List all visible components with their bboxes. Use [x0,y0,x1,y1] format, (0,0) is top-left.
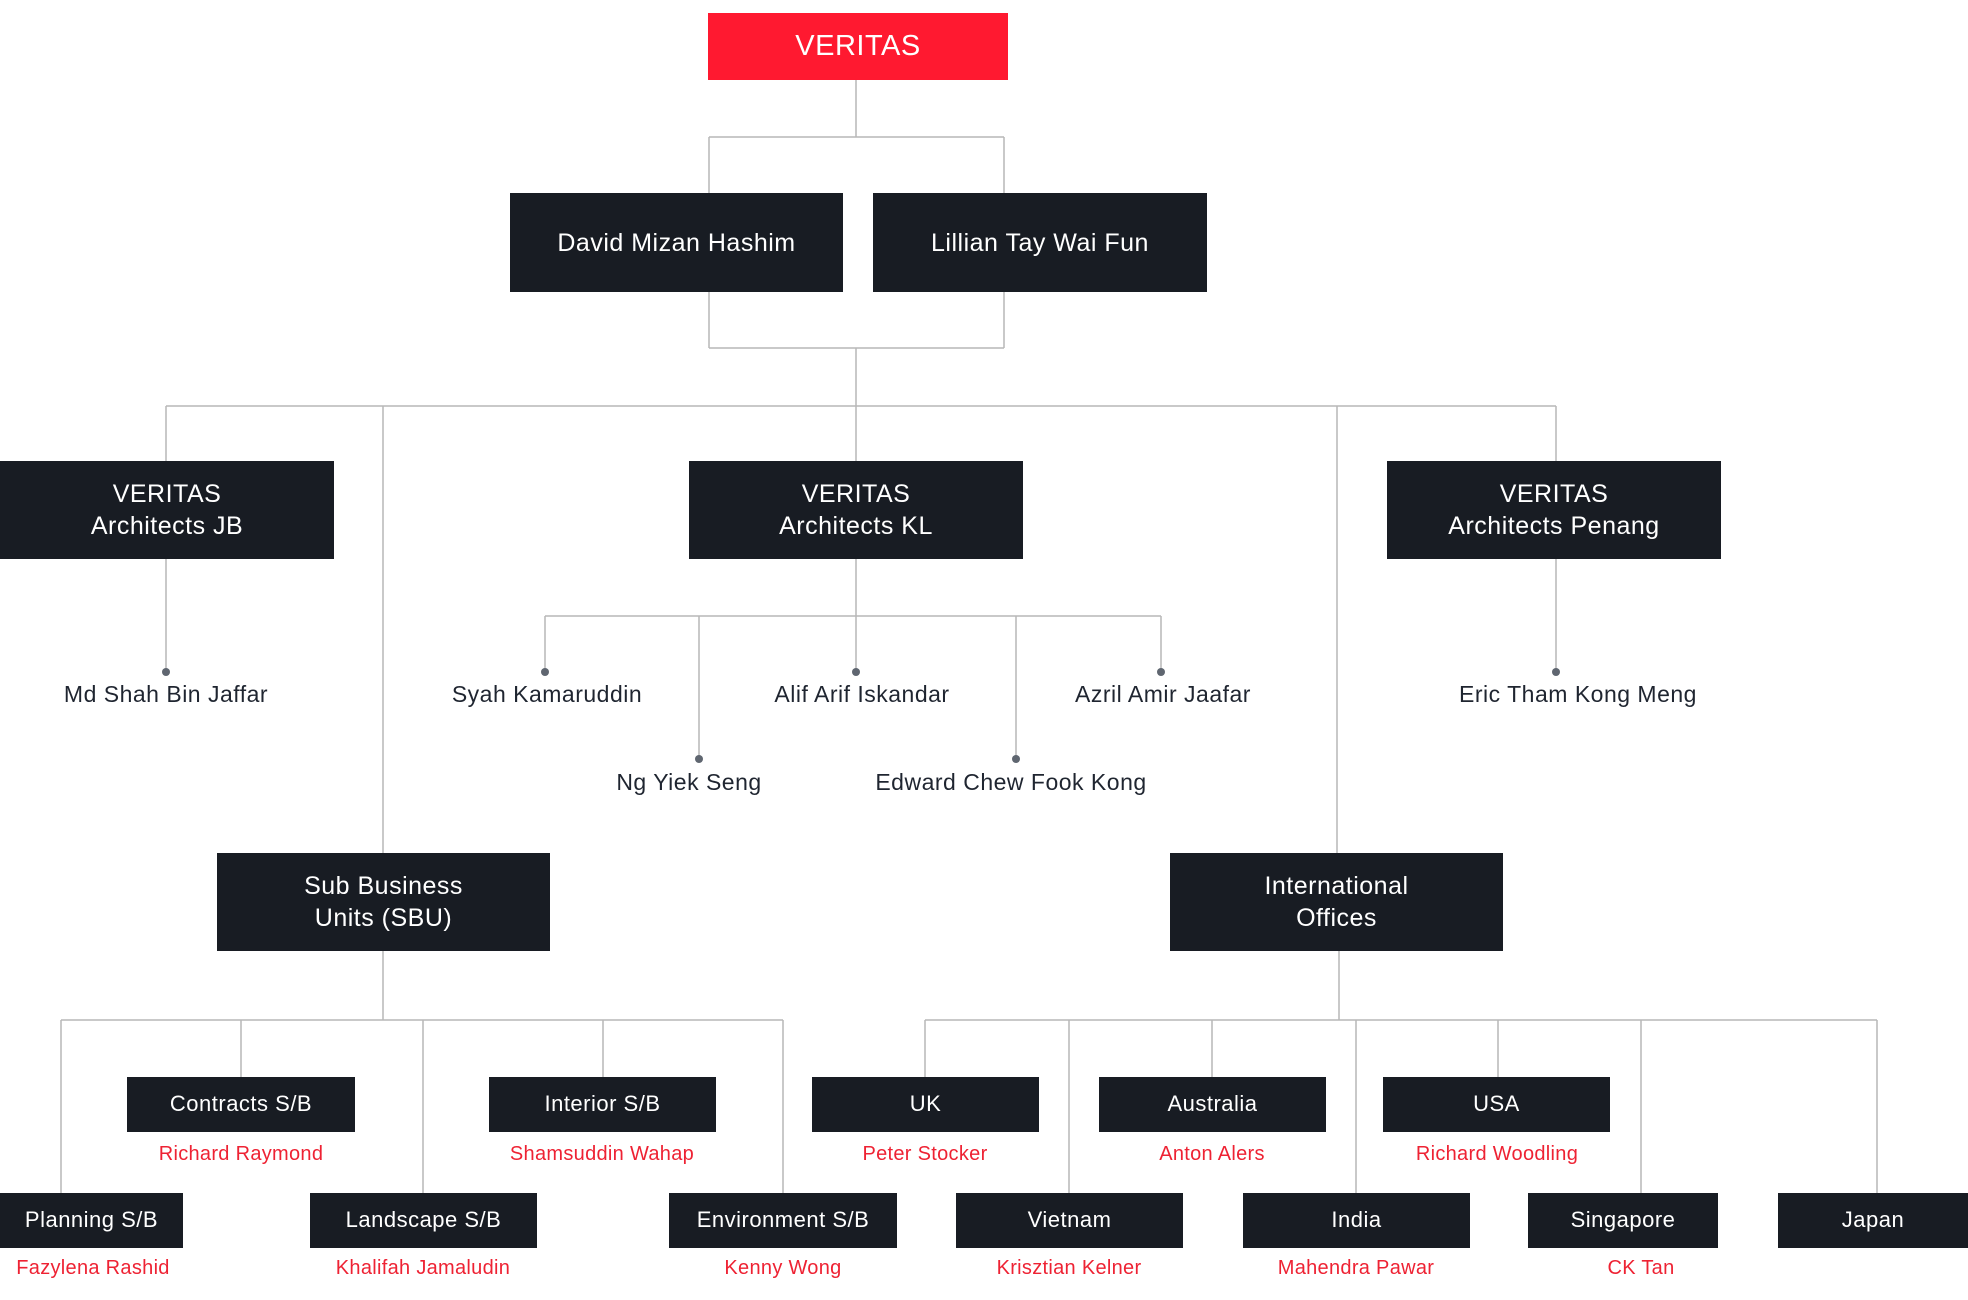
office-name: Singapore [1570,1207,1676,1233]
sbu-label-line2: Units (SBU) [314,904,453,932]
office-person: Peter Stocker [862,1143,988,1165]
office-name: Vietnam [1027,1207,1112,1233]
branch-lead-name: Md Shah Bin Jaffar [63,681,269,707]
office-singapore: Singapore [1528,1193,1718,1248]
connector-dot [695,755,703,763]
office-australia: Australia [1099,1077,1326,1132]
branch-label-line1: VERITAS [112,480,222,508]
branch-lead-name: Syah Kamaruddin [451,681,643,707]
branch-label-line2: Architects Penang [1448,512,1660,540]
branch-label-line2: Architects KL [779,512,933,540]
international-label-line2: Offices [1296,904,1377,932]
office-person: Krisztian Kelner [996,1257,1142,1279]
branch-lead-name: Eric Tham Kong Meng [1459,681,1697,707]
office-person: Richard Woodling [1415,1143,1579,1165]
international-label-line1: International [1264,872,1409,900]
connector-dot [162,668,170,676]
connector-dot [1012,755,1020,763]
office-person: Anton Alers [1159,1143,1265,1165]
branch-lead-name: Azril Amir Jaafar [1075,681,1251,707]
unit-person: Shamsuddin Wahap [509,1143,695,1165]
office-name: USA [1473,1091,1520,1117]
branch-label-line1: VERITAS [1499,480,1609,508]
office-india: India [1243,1193,1470,1248]
sbu-label-line1: Sub Business [304,872,463,900]
office-name: India [1331,1207,1382,1233]
connector-dot [852,668,860,676]
sbu-unit-contracts: Contracts S/B [127,1077,355,1132]
international-node: International Offices [1170,853,1503,951]
branch-node-jb: VERITAS Architects JB [0,461,334,559]
office-usa: USA [1383,1077,1610,1132]
unit-person: Richard Raymond [158,1143,324,1165]
root-title: VERITAS [795,29,921,62]
connector-dot [541,668,549,676]
office-name: Japan [1841,1207,1905,1233]
connector-dot [1552,668,1560,676]
sbu-node: Sub Business Units (SBU) [217,853,550,951]
unit-name: Environment S/B [696,1207,870,1233]
root-node: VERITAS [708,13,1008,80]
office-person: CK Tan [1607,1257,1675,1279]
office-vietnam: Vietnam [956,1193,1183,1248]
director-name: Lillian Tay Wai Fun [931,228,1149,257]
unit-name: Landscape S/B [345,1207,502,1233]
sbu-unit-planning: Planning S/B [0,1193,183,1248]
unit-person: Kenny Wong [724,1257,842,1279]
unit-name: Planning S/B [24,1207,159,1233]
director-name: David Mizan Hashim [557,228,796,257]
unit-person: Fazylena Rashid [16,1257,170,1279]
branch-label-line1: VERITAS [801,480,911,508]
sbu-unit-environment: Environment S/B [669,1193,897,1248]
sbu-unit-landscape: Landscape S/B [310,1193,537,1248]
unit-name: Interior S/B [544,1091,661,1117]
office-uk: UK [812,1077,1039,1132]
branch-node-kl: VERITAS Architects KL [689,461,1023,559]
connector-dot [1157,668,1165,676]
sbu-unit-interior: Interior S/B [489,1077,716,1132]
branch-label-line2: Architects JB [90,512,244,540]
branch-lead-name: Alif Arif Iskandar [774,681,950,707]
branch-lead-name: Ng Yiek Seng [616,769,762,795]
unit-person: Khalifah Jamaludin [335,1257,511,1279]
office-person: Mahendra Pawar [1277,1257,1435,1279]
branch-node-penang: VERITAS Architects Penang [1387,461,1721,559]
office-name: Australia [1167,1091,1258,1117]
office-japan: Japan [1778,1193,1968,1248]
branch-lead-name: Edward Chew Fook Kong [875,769,1147,795]
office-name: UK [909,1091,942,1117]
unit-name: Contracts S/B [169,1091,313,1117]
director-node: Lillian Tay Wai Fun [873,193,1207,292]
director-node: David Mizan Hashim [510,193,843,292]
